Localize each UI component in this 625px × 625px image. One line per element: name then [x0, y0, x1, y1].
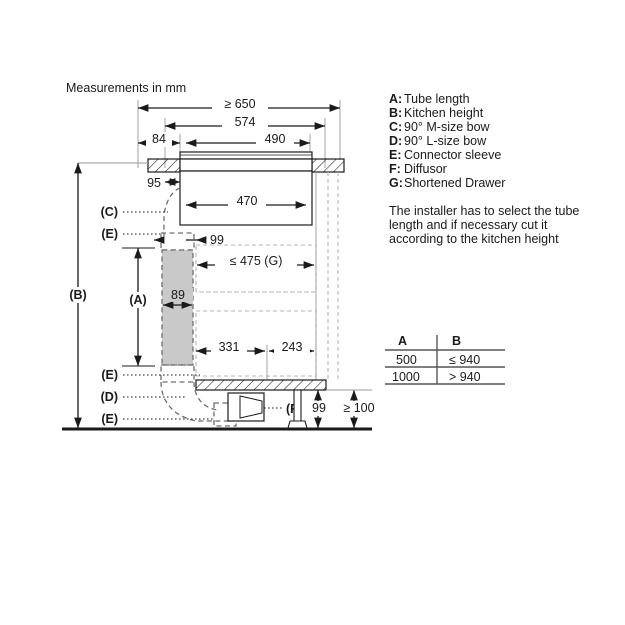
dim-label-84: 84 — [152, 132, 166, 146]
dim-label-95: 95 — [147, 176, 161, 190]
table-cell-b-row1: ≤ 940 — [449, 353, 480, 367]
dimension-99-upper: 99 — [154, 233, 224, 247]
table-cell-b-row2: > 940 — [449, 370, 481, 384]
table-header-b: B — [452, 334, 461, 348]
legend-label-d: 90° L-size bow — [404, 134, 487, 148]
dim-label-470: 470 — [237, 194, 258, 208]
tube-duct — [161, 249, 194, 366]
dimension-470: 470 — [186, 194, 306, 209]
measurements-note: Measurements in mm — [66, 81, 186, 95]
callout-e-lower: (E) — [101, 412, 118, 426]
callout-leaders-lower: (E) (D) (E) — [101, 368, 214, 426]
dim-label-650: ≥ 650 — [224, 97, 255, 111]
dim-label-331: 331 — [219, 340, 240, 354]
legend-label-b: Kitchen height — [404, 106, 484, 120]
legend-key-d: D: — [389, 134, 402, 148]
dimension-84: 84 — [138, 132, 180, 147]
diffusor-box — [227, 392, 265, 422]
bow-d-curve-inner — [193, 381, 219, 411]
legend-key-f: F: — [389, 162, 401, 176]
connector-sleeve-bottom — [213, 402, 237, 427]
legend-key-a: A: — [389, 92, 402, 106]
support-leg — [287, 389, 308, 429]
legend-label-g: Shortened Drawer — [404, 176, 505, 190]
dimension-574: 574 — [165, 115, 325, 130]
dim-label-89: 89 — [171, 288, 185, 302]
dimension-475-g: ≤ 475 (G) — [197, 254, 314, 269]
bow-c-curve — [163, 187, 181, 237]
callout-d: (D) — [101, 390, 118, 404]
legend-label-f: Diffusor — [404, 162, 447, 176]
dimension-95: 95 — [147, 176, 180, 190]
worktop-hatched-right — [311, 158, 345, 173]
table-header-a: A — [398, 334, 407, 348]
legend-key-b: B: — [389, 106, 402, 120]
legend-key-g: G: — [389, 176, 403, 190]
dimension-99-lower: 99 — [308, 390, 330, 428]
dim-label-475-g: ≤ 475 (G) — [230, 254, 283, 268]
extractor-body — [179, 158, 313, 226]
table-cell-a-row1: 500 — [396, 353, 417, 367]
legend-block: A: Tube length B: Kitchen height C: 90° … — [389, 92, 505, 190]
drawer-box-lower — [195, 310, 317, 377]
dim-label-574: 574 — [235, 115, 256, 129]
legend-key-e: E: — [389, 148, 402, 162]
legend-label-a: Tube length — [404, 92, 470, 106]
dimension-b-kitchen-height: (B) — [63, 163, 93, 428]
dim-label-99-lower: 99 — [312, 401, 326, 415]
callout-a: (A) — [129, 293, 146, 307]
dimension-a-tube-length: (A) — [122, 247, 155, 367]
installer-note: The installer has to select the tube len… — [389, 204, 579, 246]
tube-length-table: A B 500 ≤ 940 1000 > 940 — [385, 334, 505, 385]
legend-label-c: 90° M-size bow — [404, 120, 491, 134]
note-line-1: The installer has to select the tube — [389, 204, 579, 218]
table-cell-a-row2: 1000 — [392, 370, 420, 384]
note-line-2: length and if necessary cut it — [389, 218, 548, 232]
callout-b: (B) — [69, 288, 86, 302]
dimension-490: 490 — [186, 132, 310, 147]
note-line-3: according to the kitchen height — [389, 232, 559, 246]
legend-label-e: Connector sleeve — [404, 148, 501, 162]
callout-c: (C) — [101, 205, 118, 219]
legend-key-c: C: — [389, 120, 402, 134]
dim-label-99-upper: 99 — [210, 233, 224, 247]
callout-e-mid: (E) — [101, 368, 118, 382]
dimension-100: ≥ 100 — [338, 390, 380, 428]
base-panel-hatched — [195, 379, 327, 391]
callout-e-upper: (E) — [101, 227, 118, 241]
dim-label-490: 490 — [265, 132, 286, 146]
cabinet-outlines-right — [196, 172, 339, 380]
callout-leaders-upper: (C) (E) — [101, 205, 168, 241]
worktop-hatched-left — [147, 158, 181, 173]
dim-label-243: 243 — [282, 340, 303, 354]
dim-label-100: ≥ 100 — [343, 401, 374, 415]
dimension-89: 89 — [163, 288, 193, 309]
dimension-243: 243 — [269, 340, 314, 355]
dimension-top-650: ≥ 650 — [138, 97, 340, 112]
cooktop-plate — [179, 151, 313, 160]
bow-d-curve-outer — [160, 381, 230, 422]
dimension-331: 331 — [196, 340, 265, 355]
